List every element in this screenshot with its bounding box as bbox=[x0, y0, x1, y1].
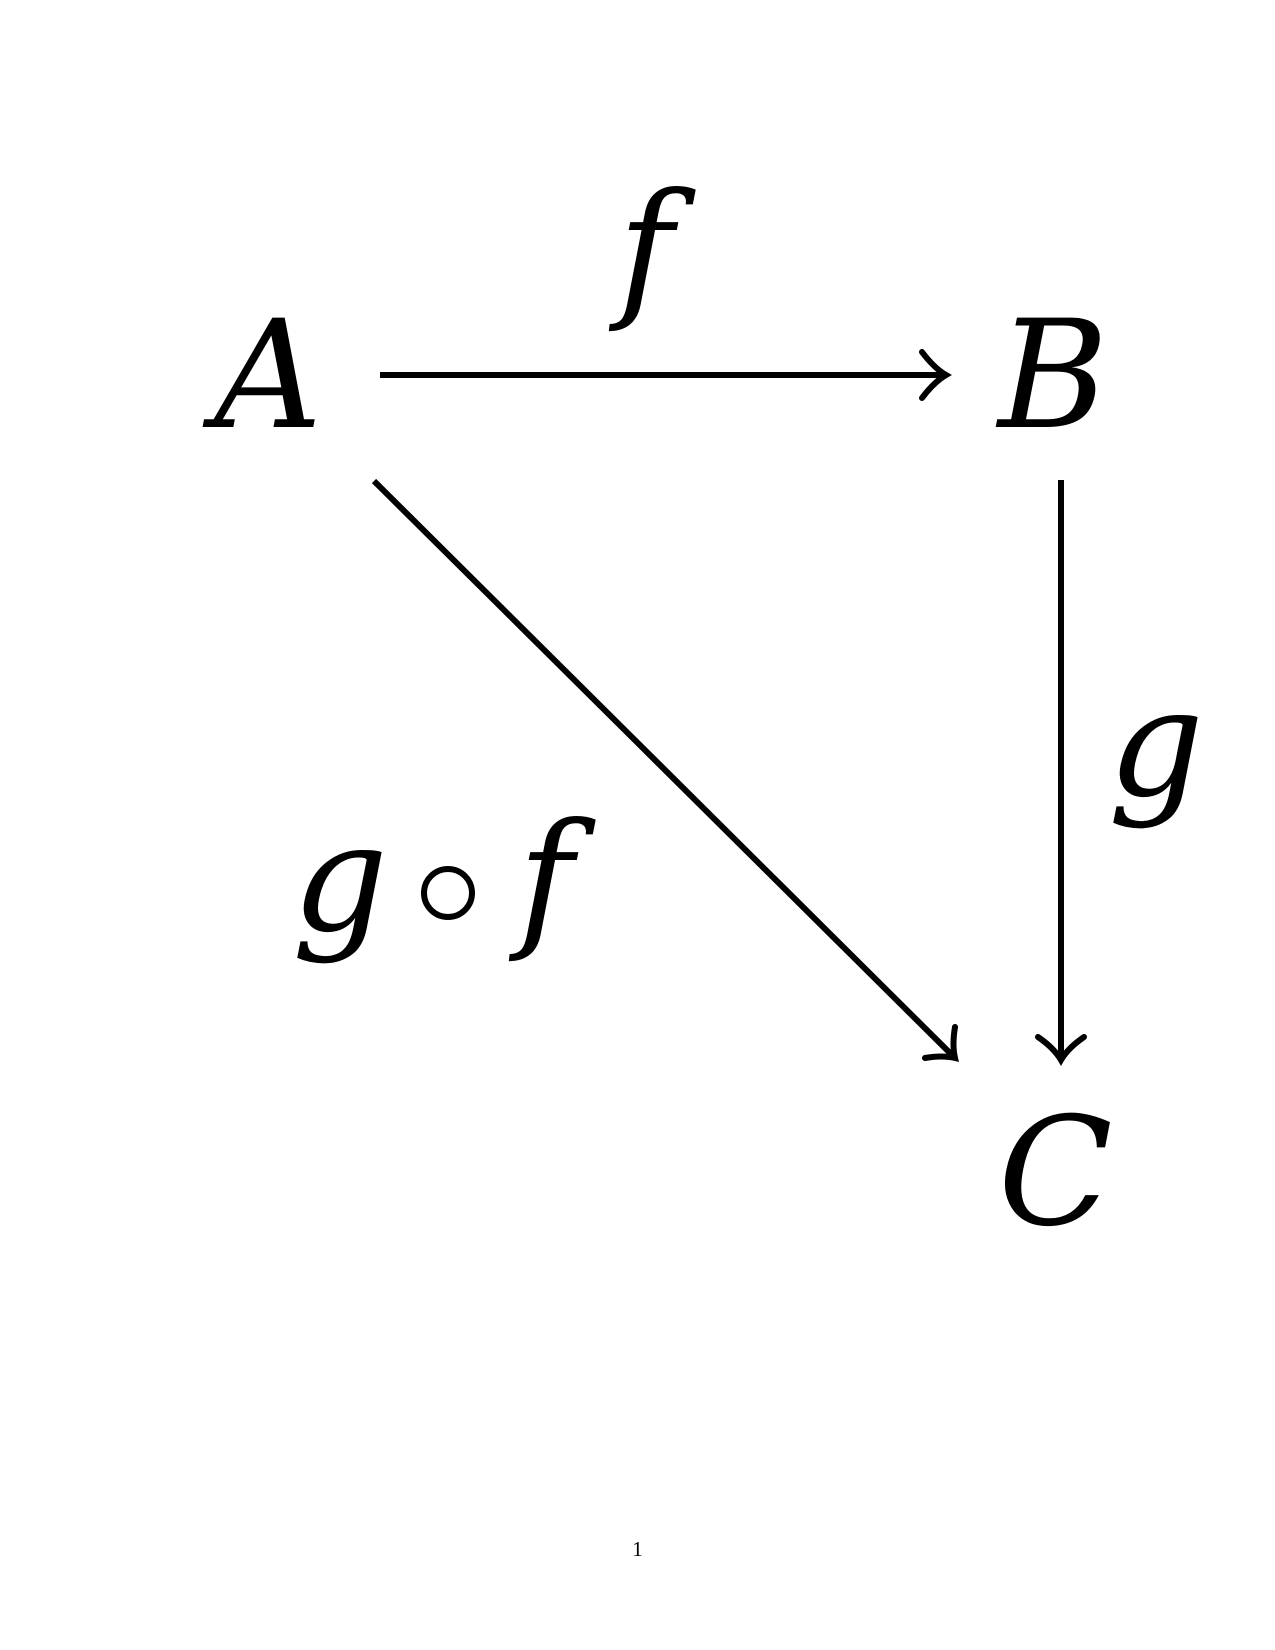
arrow-f bbox=[380, 349, 952, 401]
arrowhead-icon bbox=[922, 1024, 960, 1063]
arrow-g-label: g bbox=[1108, 657, 1204, 831]
node-a: A bbox=[202, 289, 322, 463]
arrowhead-icon bbox=[919, 349, 952, 401]
node-b: B bbox=[995, 289, 1108, 463]
arrow-g bbox=[1035, 480, 1087, 1066]
compose-label-f: f bbox=[508, 792, 596, 966]
compose-operator-icon bbox=[421, 866, 475, 920]
arrow-g-compose-f bbox=[371, 478, 960, 1063]
compose-label-g: g bbox=[292, 792, 388, 966]
arrow-f-label: f bbox=[608, 162, 696, 336]
arrow-g-compose-f-label: g f bbox=[292, 792, 596, 966]
page-number: 1 bbox=[632, 1537, 643, 1561]
arrowhead-icon bbox=[1035, 1034, 1087, 1066]
node-c: C bbox=[998, 1086, 1113, 1260]
